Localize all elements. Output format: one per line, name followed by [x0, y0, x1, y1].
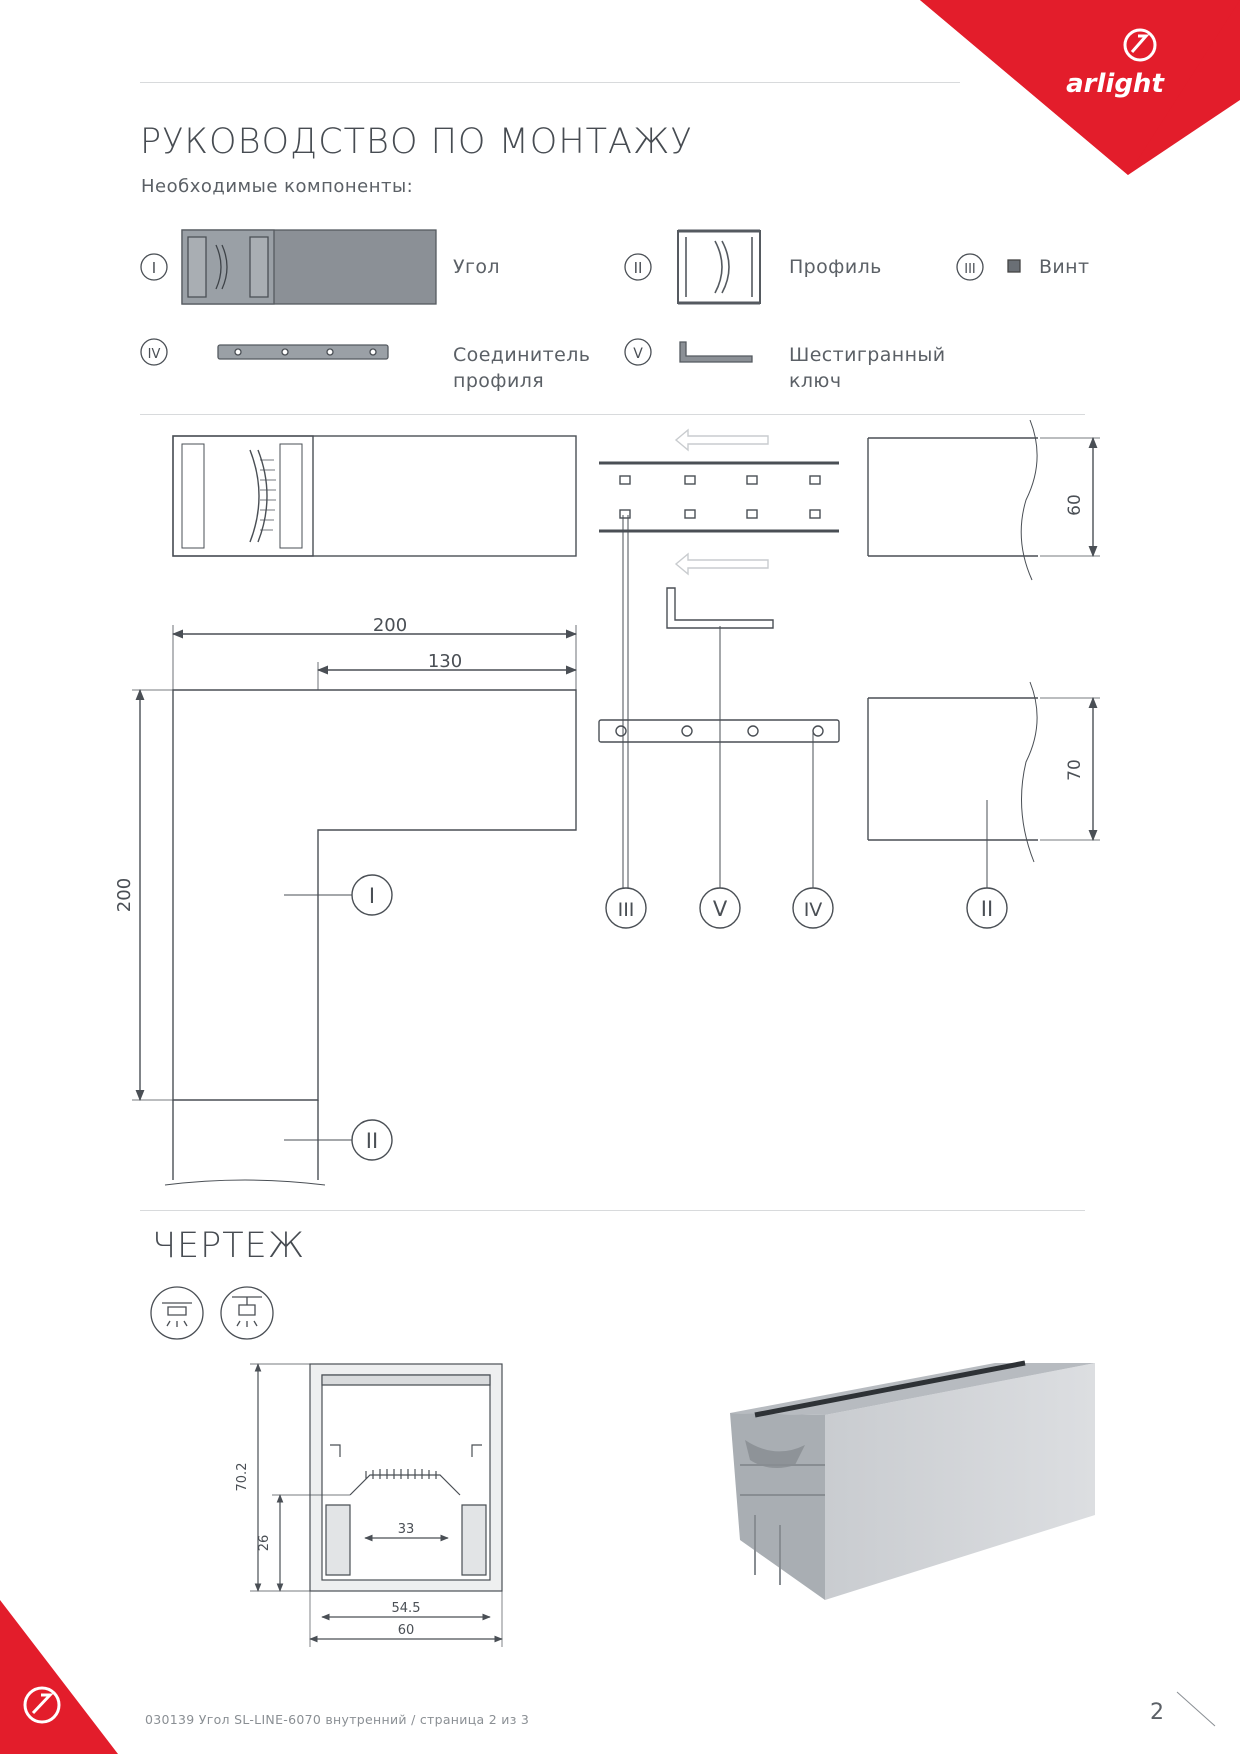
insert-arrow-top — [674, 428, 769, 452]
component-label-profile: Профиль — [789, 256, 882, 278]
assembly-callout-ii-profile-label: II — [981, 897, 993, 921]
dim-section-inner-w: 33 — [398, 1522, 415, 1537]
callout-ii-label: II — [634, 259, 643, 277]
dim-total: 200 — [373, 615, 407, 636]
profile-3d-render — [730, 1360, 1095, 1600]
profile-side-view — [867, 681, 1100, 888]
footer-text: 030139 Угол SL-LINE-6070 внутренний / ст… — [145, 1712, 530, 1727]
assembly-callout-v-label: V — [713, 897, 728, 921]
page-number: 2 — [1150, 1700, 1164, 1725]
dim-profile-side: 70 — [1065, 759, 1085, 781]
dim-inner: 130 — [428, 651, 462, 672]
arlight-logo-icon — [1123, 28, 1157, 62]
brand-corner-bottom — [0, 1600, 118, 1754]
assembly-callout-iv-label: IV — [804, 899, 823, 921]
brand-name: arlight — [1066, 69, 1165, 99]
profile-end-top — [867, 420, 1100, 581]
connector-side-view — [598, 719, 840, 743]
insert-arrow-bottom — [674, 552, 769, 576]
component-label-connector: Соединитель профиля — [453, 344, 591, 392]
callout-iv-label: IV — [148, 347, 161, 362]
dim-section-inner-h: 26 — [257, 1535, 272, 1552]
callout-iii-label: III — [964, 262, 976, 277]
assembly-callout-iii — [605, 887, 647, 929]
dim-section-height: 70.2 — [235, 1463, 250, 1492]
component-label-screw: Винт — [1039, 256, 1090, 278]
suspended-mount-icon — [220, 1286, 274, 1340]
top-divider — [140, 82, 960, 83]
hex-key-side — [666, 587, 774, 629]
assembly-callout-iii-label: III — [618, 899, 635, 921]
mount-icons — [150, 1286, 274, 1340]
assembly-callout-iv — [792, 887, 834, 929]
page-corner-line — [1176, 1691, 1216, 1727]
assembly-diagram: 60 — [114, 420, 1100, 1186]
callout-iii — [956, 253, 984, 281]
drawing-title: ЧЕРТЕЖ — [152, 1226, 306, 1266]
callout-ii — [624, 253, 652, 281]
components-divider — [140, 414, 1085, 415]
callout-v — [624, 338, 652, 366]
corner-end-view — [172, 435, 577, 557]
component-label-hexkey: Шестигранный ключ — [789, 344, 946, 392]
page-title: РУКОВОДСТВО ПО МОНТАЖУ — [140, 122, 693, 162]
callout-iv — [140, 338, 168, 366]
assembly-callout-i-label: I — [369, 884, 375, 908]
assembly-callout-ii-profile — [966, 887, 1008, 929]
corner-part-image — [181, 229, 437, 305]
corner-top-view — [164, 689, 577, 1186]
dim-height: 200 — [114, 878, 135, 912]
component-label-corner: Угол — [453, 256, 500, 278]
drawing-divider — [140, 1210, 1085, 1211]
dim-section-width-inner: 54.5 — [392, 1601, 421, 1616]
assembly-callout-ii-label: II — [366, 1129, 378, 1153]
profile-part-image — [677, 229, 761, 305]
screw-icon — [1007, 259, 1021, 273]
pendant-mount-icon — [150, 1286, 204, 1340]
arlight-mark-icon — [23, 1686, 61, 1724]
callout-i — [140, 253, 168, 281]
hex-key-image — [679, 341, 753, 363]
dim-section-width: 60 — [398, 1623, 415, 1638]
connector-part-image — [217, 344, 389, 360]
profile-connector-top-view — [599, 461, 839, 533]
brand-corner: arlight — [920, 0, 1240, 175]
callout-i-label: I — [152, 259, 156, 277]
dim-profile-top: 60 — [1065, 494, 1085, 516]
components-subtitle: Необходимые компоненты: — [141, 176, 414, 197]
assembly-callout-v — [699, 887, 741, 929]
cross-section-drawing: 70.2 26 33 54.5 60 — [235, 1363, 503, 1647]
components-panel: I II III IV V — [140, 229, 1021, 366]
callout-v-label: V — [633, 346, 643, 362]
